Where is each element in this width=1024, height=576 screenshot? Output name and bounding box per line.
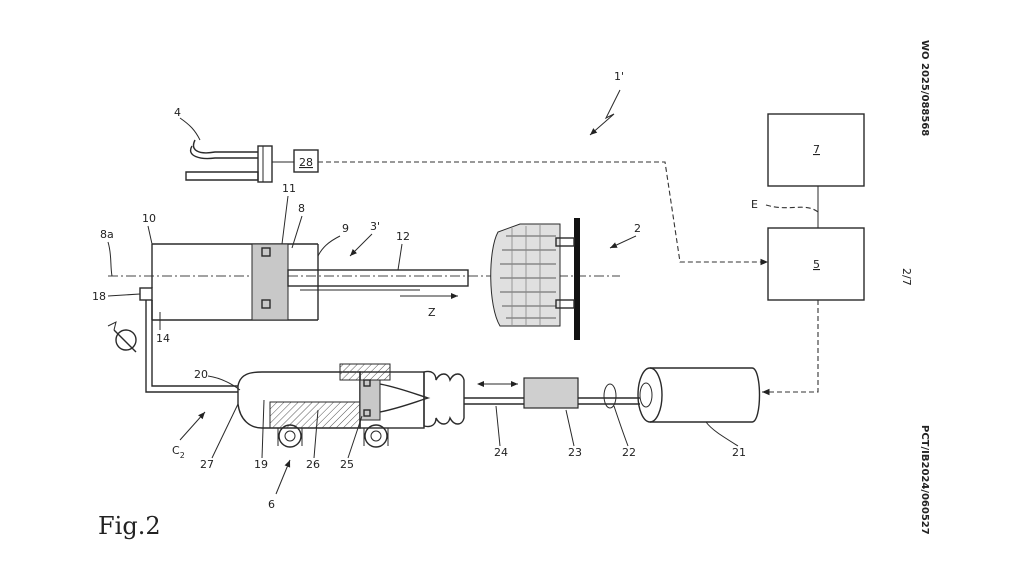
label-master-cylinder: 6 xyxy=(268,498,275,511)
control-unit xyxy=(767,227,865,301)
label-chamber-19: 19 xyxy=(254,458,268,471)
label-motor: 21 xyxy=(732,446,746,459)
label-end-20: 20 xyxy=(194,368,208,381)
label-axis: 8a xyxy=(100,228,114,241)
bellows xyxy=(423,370,465,428)
label-body: 26 xyxy=(306,458,320,471)
system-leader xyxy=(589,89,621,136)
label-piston-25: 25 xyxy=(340,458,354,471)
label-rod: 12 xyxy=(396,230,410,243)
signal-line-sensor xyxy=(318,161,768,266)
label-brake: 2 xyxy=(634,222,641,235)
master-cylinder xyxy=(237,363,431,448)
hydraulic-line xyxy=(145,300,238,393)
valve-icon xyxy=(107,321,137,353)
label-pedal: 4 xyxy=(174,106,181,119)
motor xyxy=(637,367,761,423)
application-number: PCT/IB2024/060527 xyxy=(919,425,930,535)
label-piston: 11 xyxy=(282,182,296,195)
label-direction: Z xyxy=(428,306,436,319)
publication-number: WO 2025/088568 xyxy=(919,40,930,136)
pedal xyxy=(179,117,273,183)
label-signal-e: E xyxy=(751,198,758,211)
label-actuator: 3' xyxy=(370,220,380,233)
label-cylinder: 10 xyxy=(142,212,156,225)
coupling xyxy=(523,377,579,409)
figure-title: Fig.2 xyxy=(98,512,161,540)
label-chamber-14: 14 xyxy=(156,332,170,345)
label-circuit: C2 xyxy=(172,444,185,460)
label-shaft: 22 xyxy=(622,446,636,459)
signal-line-motor xyxy=(762,300,819,396)
label-control-unit: 5 xyxy=(813,258,820,271)
label-block-7: 7 xyxy=(813,143,820,156)
label-port: 18 xyxy=(92,290,106,303)
sensor-box xyxy=(293,149,319,173)
label-seal: 8 xyxy=(298,202,305,215)
label-coupling: 23 xyxy=(568,446,582,459)
rotation-icon xyxy=(603,383,617,409)
brake-disc xyxy=(490,218,580,340)
label-cylinder-wall: 9 xyxy=(342,222,349,235)
label-rod-24: 24 xyxy=(494,446,508,459)
label-outlet: 27 xyxy=(200,458,214,471)
label-system: 1' xyxy=(614,70,624,83)
label-sensor: 28 xyxy=(299,156,313,169)
cylinder xyxy=(139,243,469,321)
sheet-number: 2/7 xyxy=(900,268,913,286)
block-7 xyxy=(767,113,865,187)
